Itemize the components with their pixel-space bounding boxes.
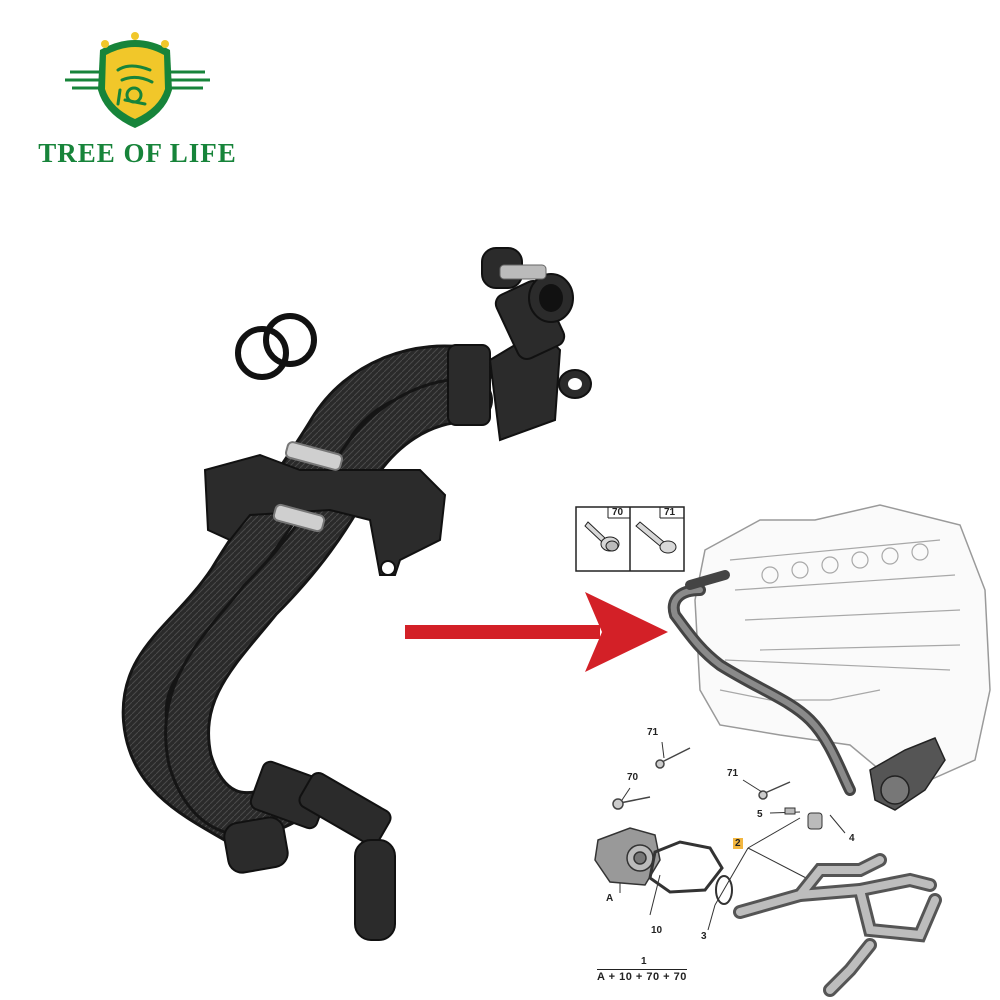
hose-clamp-icon [272, 441, 343, 533]
assembly-formula: A + 10 + 70 + 70 [597, 969, 687, 983]
formula-number: 1 [641, 956, 647, 967]
brand-logo [65, 32, 210, 128]
callout-5: 5 [757, 809, 763, 820]
callout-10: 10 [651, 925, 663, 936]
callout-4: 4 [849, 833, 855, 844]
box-label-70: 70 [612, 507, 624, 518]
callout-71-right: 71 [727, 768, 739, 779]
callout-71: 71 [647, 727, 659, 738]
brand-name: TREE OF LIFE [38, 138, 237, 168]
callout-3: 3 [701, 931, 707, 942]
flange-bolt-icon [584, 521, 620, 552]
callout-a: A [606, 893, 614, 904]
o-ring-icon [235, 313, 317, 380]
callout-2: 2 [733, 838, 743, 849]
callout-70: 70 [627, 772, 639, 783]
box-label-71: 71 [664, 507, 676, 518]
bolt-icon [635, 521, 677, 554]
